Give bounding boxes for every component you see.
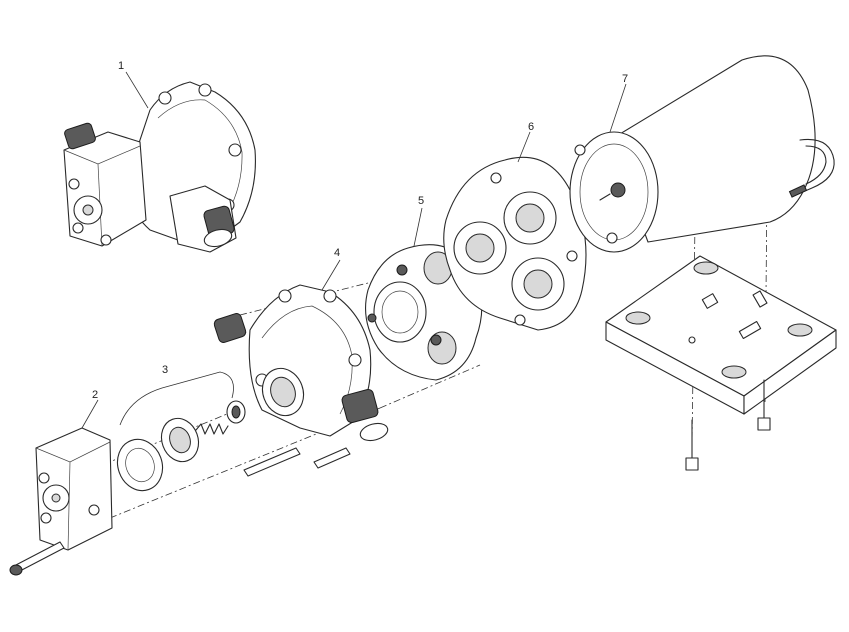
callout-part-7: 7 (622, 73, 628, 85)
callout-leaders (81, 71, 627, 429)
callout-part-4: 4 (334, 247, 340, 259)
callout-part-6: 6 (528, 121, 534, 133)
bracket-screws (685, 379, 771, 471)
front-cover (9, 427, 113, 576)
callout-part-5: 5 (418, 195, 424, 207)
valve-body-assembly (443, 156, 587, 331)
diaphragm-assembly (365, 244, 483, 381)
pump-housing (213, 284, 389, 442)
pump-head-assembly (63, 81, 256, 253)
valve-spring-kit (116, 371, 351, 492)
mounting-bracket (605, 255, 837, 415)
motor (569, 55, 835, 253)
callout-part-3: 3 (162, 364, 168, 376)
callout-part-2: 2 (92, 389, 98, 401)
callout-part-1: 1 (118, 60, 124, 72)
